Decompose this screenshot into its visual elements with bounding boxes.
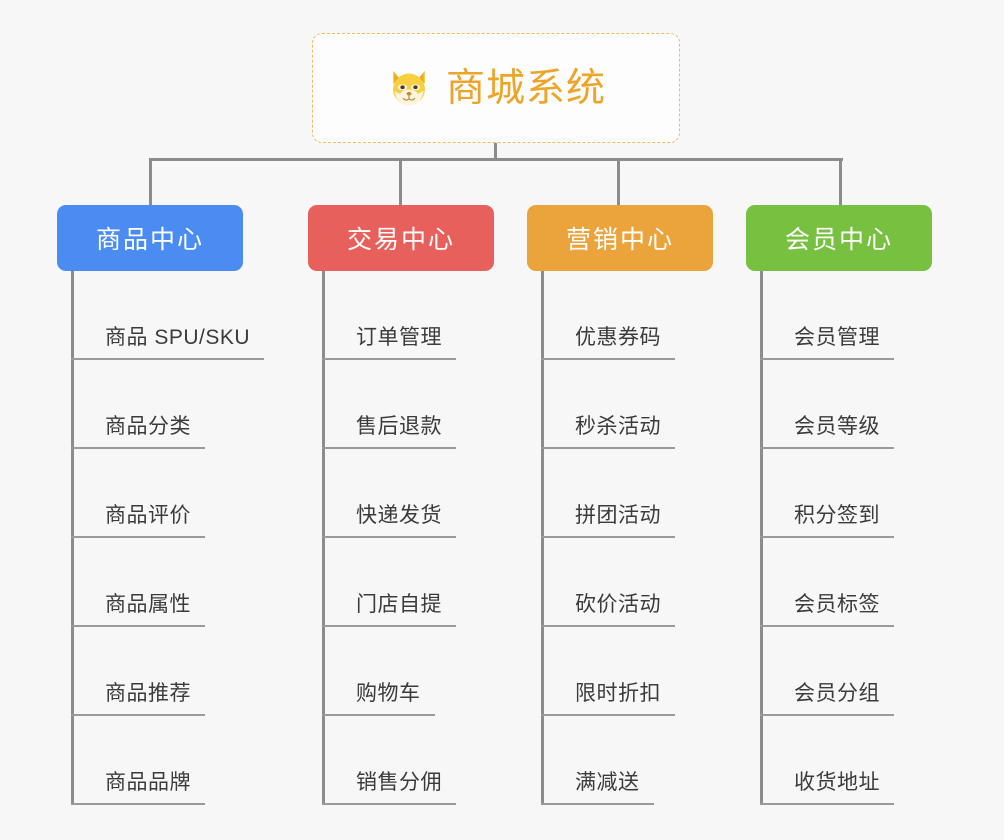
leaf-item[interactable]: 商品属性 [71, 538, 264, 627]
leaf-item[interactable]: 满减送 [541, 716, 675, 805]
category-label: 商品中心 [95, 226, 204, 254]
leaf-column-member: 会员管理 会员等级 积分签到 会员标签 会员分组 收货地址 [760, 271, 894, 805]
leaf-underline [760, 358, 894, 360]
category-box-marketing[interactable]: 营销中心 [527, 205, 713, 271]
leaf-item[interactable]: 会员等级 [760, 360, 894, 449]
leaf-underline [760, 447, 894, 449]
leaf-label: 会员管理 [794, 325, 880, 349]
leaf-label: 积分签到 [794, 503, 880, 527]
leaf-underline [322, 714, 435, 716]
leaf-item[interactable]: 订单管理 [322, 271, 456, 360]
leaf-label: 购物车 [356, 681, 421, 705]
leaf-label: 满减送 [575, 770, 640, 794]
leaf-item[interactable]: 商品品牌 [71, 716, 264, 805]
category-box-member[interactable]: 会员中心 [746, 205, 932, 271]
leaf-label: 砍价活动 [575, 592, 661, 616]
leaf-label: 会员标签 [794, 592, 880, 616]
root-title: 商城系统 [445, 66, 606, 110]
leaf-underline [322, 447, 456, 449]
leaf-label: 限时折扣 [575, 681, 661, 705]
leaf-underline [760, 625, 894, 627]
connector-drop-1 [149, 158, 152, 205]
leaf-item[interactable]: 拼团活动 [541, 449, 675, 538]
leaf-item[interactable]: 商品分类 [71, 360, 264, 449]
leaf-label: 商品评价 [105, 503, 191, 527]
leaf-label: 商品属性 [105, 592, 191, 616]
category-label: 交易中心 [346, 226, 455, 254]
leaf-item[interactable]: 商品推荐 [71, 627, 264, 716]
leaf-underline [71, 625, 205, 627]
leaf-label: 收货地址 [794, 770, 880, 794]
leaf-column-marketing: 优惠券码 秒杀活动 拼团活动 砍价活动 限时折扣 满减送 [541, 271, 675, 805]
leaf-column-trade: 订单管理 售后退款 快递发货 门店自提 购物车 销售分佣 [322, 271, 456, 805]
connector-horizontal-bus [149, 158, 843, 161]
category-label: 营销中心 [565, 226, 674, 254]
leaf-column-product: 商品 SPU/SKU 商品分类 商品评价 商品属性 商品推荐 商品品牌 [71, 271, 264, 805]
leaf-underline [541, 714, 675, 716]
leaf-item[interactable]: 限时折扣 [541, 627, 675, 716]
leaf-item[interactable]: 门店自提 [322, 538, 456, 627]
leaf-label: 商品品牌 [105, 770, 191, 794]
leaf-label: 商品推荐 [105, 681, 191, 705]
leaf-label: 商品分类 [105, 414, 191, 438]
category-box-product[interactable]: 商品中心 [57, 205, 243, 271]
shiba-dog-face-icon [393, 70, 425, 106]
leaf-item[interactable]: 商品 SPU/SKU [71, 271, 264, 360]
leaf-underline [541, 358, 675, 360]
category-box-trade[interactable]: 交易中心 [308, 205, 494, 271]
leaf-underline [71, 803, 205, 805]
leaf-underline [322, 803, 456, 805]
leaf-underline [71, 358, 264, 360]
leaf-item[interactable]: 收货地址 [760, 716, 894, 805]
leaf-item[interactable]: 秒杀活动 [541, 360, 675, 449]
leaf-label: 快递发货 [356, 503, 442, 527]
column-trunk-line [541, 271, 544, 805]
leaf-underline [541, 447, 675, 449]
leaf-item[interactable]: 销售分佣 [322, 716, 456, 805]
leaf-underline [322, 625, 456, 627]
leaf-underline [541, 803, 654, 805]
leaf-item[interactable]: 快递发货 [322, 449, 456, 538]
leaf-underline [541, 536, 675, 538]
leaf-item[interactable]: 砍价活动 [541, 538, 675, 627]
leaf-label: 商品 SPU/SKU [105, 325, 251, 349]
leaf-underline [322, 358, 456, 360]
leaf-item[interactable]: 会员分组 [760, 627, 894, 716]
leaf-underline [541, 625, 675, 627]
column-trunk-line [760, 271, 763, 805]
leaf-label: 优惠券码 [575, 325, 661, 349]
leaf-underline [760, 714, 894, 716]
leaf-item[interactable]: 会员标签 [760, 538, 894, 627]
leaf-item[interactable]: 商品评价 [71, 449, 264, 538]
connector-drop-2 [399, 158, 402, 205]
leaf-item[interactable]: 积分签到 [760, 449, 894, 538]
root-node[interactable]: 商城系统 [312, 33, 680, 143]
leaf-underline [71, 447, 205, 449]
category-label: 会员中心 [784, 226, 893, 254]
leaf-label: 售后退款 [356, 414, 442, 438]
leaf-label: 秒杀活动 [575, 414, 661, 438]
column-trunk-line [322, 271, 325, 805]
connector-drop-3 [617, 158, 620, 205]
leaf-underline [760, 803, 894, 805]
leaf-item[interactable]: 购物车 [322, 627, 456, 716]
leaf-underline [760, 536, 894, 538]
column-trunk-line [71, 271, 74, 805]
leaf-item[interactable]: 售后退款 [322, 360, 456, 449]
leaf-label: 门店自提 [356, 592, 442, 616]
leaf-underline [71, 714, 205, 716]
leaf-item[interactable]: 会员管理 [760, 271, 894, 360]
leaf-item[interactable]: 优惠券码 [541, 271, 675, 360]
leaf-underline [71, 536, 205, 538]
leaf-label: 拼团活动 [575, 503, 661, 527]
leaf-label: 订单管理 [356, 325, 442, 349]
connector-root-stem [494, 143, 497, 161]
leaf-label: 销售分佣 [356, 770, 442, 794]
leaf-underline [322, 536, 456, 538]
leaf-label: 会员等级 [794, 414, 880, 438]
connector-drop-4 [839, 158, 842, 205]
leaf-label: 会员分组 [794, 681, 880, 705]
